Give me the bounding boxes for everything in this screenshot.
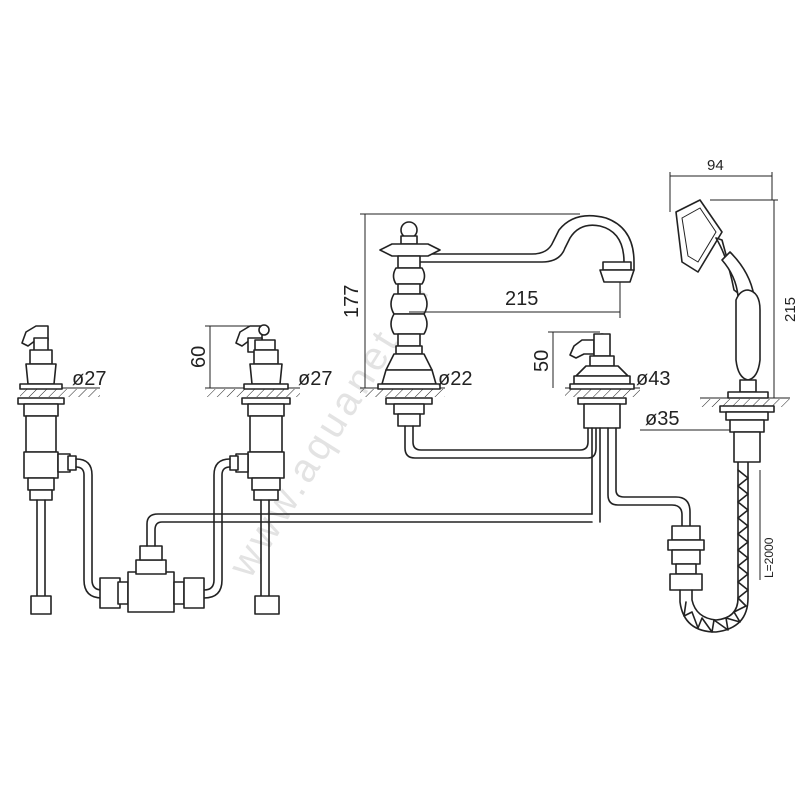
hand-shower	[675, 199, 775, 463]
spout-height-label: 177	[341, 285, 363, 318]
hose-connector	[667, 525, 705, 591]
left-valve-diameter-label: ø27	[72, 368, 106, 390]
t-connector	[99, 513, 593, 613]
right-valve-diameter-label: ø27	[298, 368, 332, 390]
diverter	[569, 333, 691, 527]
hose-length-label: L=2000	[762, 537, 776, 578]
shower-width-label: 94	[707, 157, 724, 174]
spout-reach-label: 215	[505, 288, 538, 310]
shower-hose	[679, 461, 749, 633]
shower-holder-diameter-label: ø35	[645, 408, 679, 430]
diverter-diameter-label: ø43	[636, 368, 670, 390]
shower-height-label: 215	[782, 297, 799, 322]
dimension-labels: ø27 ø27 60 177 215 ø22 50 ø43 ø35 94 215…	[72, 157, 799, 578]
diverter-height-label: 50	[531, 350, 553, 372]
dimension-lines	[205, 172, 778, 580]
valve-height-label: 60	[188, 346, 210, 368]
spout-base-diameter-label: ø22	[438, 368, 472, 390]
left-valve	[17, 325, 119, 615]
spout	[377, 214, 635, 459]
right-valve	[189, 324, 291, 615]
